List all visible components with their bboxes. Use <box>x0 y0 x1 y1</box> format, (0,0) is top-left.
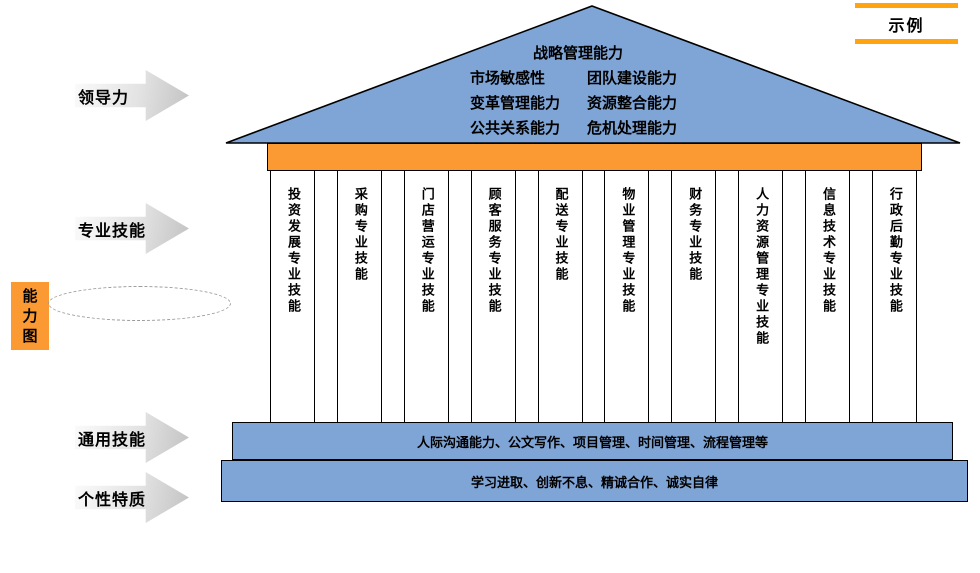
roof-row: 公共关系能力 危机处理能力 <box>470 116 686 141</box>
pillar: 人力资源管理专业技能 <box>738 170 784 423</box>
capability-map-tab: 能力图 <box>11 282 49 350</box>
pillar-label: 门店营运专业技能 <box>418 187 434 315</box>
pillar-label: 行政后勤专业技能 <box>886 187 902 315</box>
pillar: 采购专业技能 <box>336 170 382 423</box>
pillar-label: 配送专业技能 <box>552 187 568 283</box>
pillar: 信息技术专业技能 <box>805 170 850 423</box>
leadership-label: 领导力 <box>78 87 130 107</box>
pillar-label: 财务专业技能 <box>686 187 702 283</box>
example-badge: 示例 <box>855 3 958 44</box>
pillar: 行政后勤专业技能 <box>871 170 917 423</box>
dashed-ellipse <box>48 286 231 321</box>
pillar-label: 人力资源管理专业技能 <box>753 187 769 347</box>
general-skills-arrow: 通用技能 <box>75 412 189 463</box>
pillar-label: 顾客服务专业技能 <box>485 187 501 315</box>
roof-ability: 公共关系能力 <box>470 119 561 137</box>
entablature-beam <box>267 143 922 171</box>
pillar-label: 投资发展专业技能 <box>285 187 300 315</box>
pillar: 配送专业技能 <box>537 170 583 423</box>
pillar: 财务专业技能 <box>671 170 717 423</box>
personal-traits-text: 学习进取、创新不息、精诚合作、诚实自律 <box>470 475 718 491</box>
general-skills-label: 通用技能 <box>78 429 147 449</box>
pillar-label: 采购专业技能 <box>351 187 367 283</box>
pillar: 投资发展专业技能 <box>270 170 315 423</box>
general-skills-bar: 人际沟通能力、公文写作、项目管理、时间管理、流程管理等 <box>232 422 953 460</box>
roof-row: 市场敏感性 团队建设能力 <box>470 66 686 91</box>
pillar-label: 信息技术专业技能 <box>820 187 835 315</box>
roof-ability: 团队建设能力 <box>587 69 678 87</box>
roof-ability: 变革管理能力 <box>470 94 561 112</box>
roof-row: 变革管理能力 资源整合能力 <box>470 91 686 116</box>
roof-abilities: 战略管理能力 市场敏感性 团队建设能力 变革管理能力 资源整合能力 公共关系能力… <box>470 41 686 141</box>
pillar: 门店营运专业技能 <box>403 170 449 423</box>
roof-ability: 资源整合能力 <box>587 94 678 112</box>
roof-title: 战略管理能力 <box>532 44 623 62</box>
general-skills-text: 人际沟通能力、公文写作、项目管理、时间管理、流程管理等 <box>416 435 768 451</box>
pillar: 顾客服务专业技能 <box>470 170 516 423</box>
roof-ability: 危机处理能力 <box>587 119 678 137</box>
professional-skills-label: 专业技能 <box>78 220 147 240</box>
pillar-row: 投资发展专业技能 采购专业技能 门店营运专业技能 顾客服务专业技能 配送专业技能… <box>270 170 917 423</box>
personal-traits-bar: 学习进取、创新不息、精诚合作、诚实自律 <box>221 460 968 502</box>
pillar: 物业管理专业技能 <box>604 170 650 423</box>
pillar-label: 物业管理专业技能 <box>619 187 635 315</box>
personal-traits-arrow: 个性特质 <box>75 472 189 523</box>
capability-map-label: 能力图 <box>20 288 39 348</box>
roof-ability: 市场敏感性 <box>470 69 546 87</box>
leadership-arrow: 领导力 <box>75 70 189 121</box>
professional-skills-arrow: 专业技能 <box>75 203 189 254</box>
personal-traits-label: 个性特质 <box>78 489 147 509</box>
